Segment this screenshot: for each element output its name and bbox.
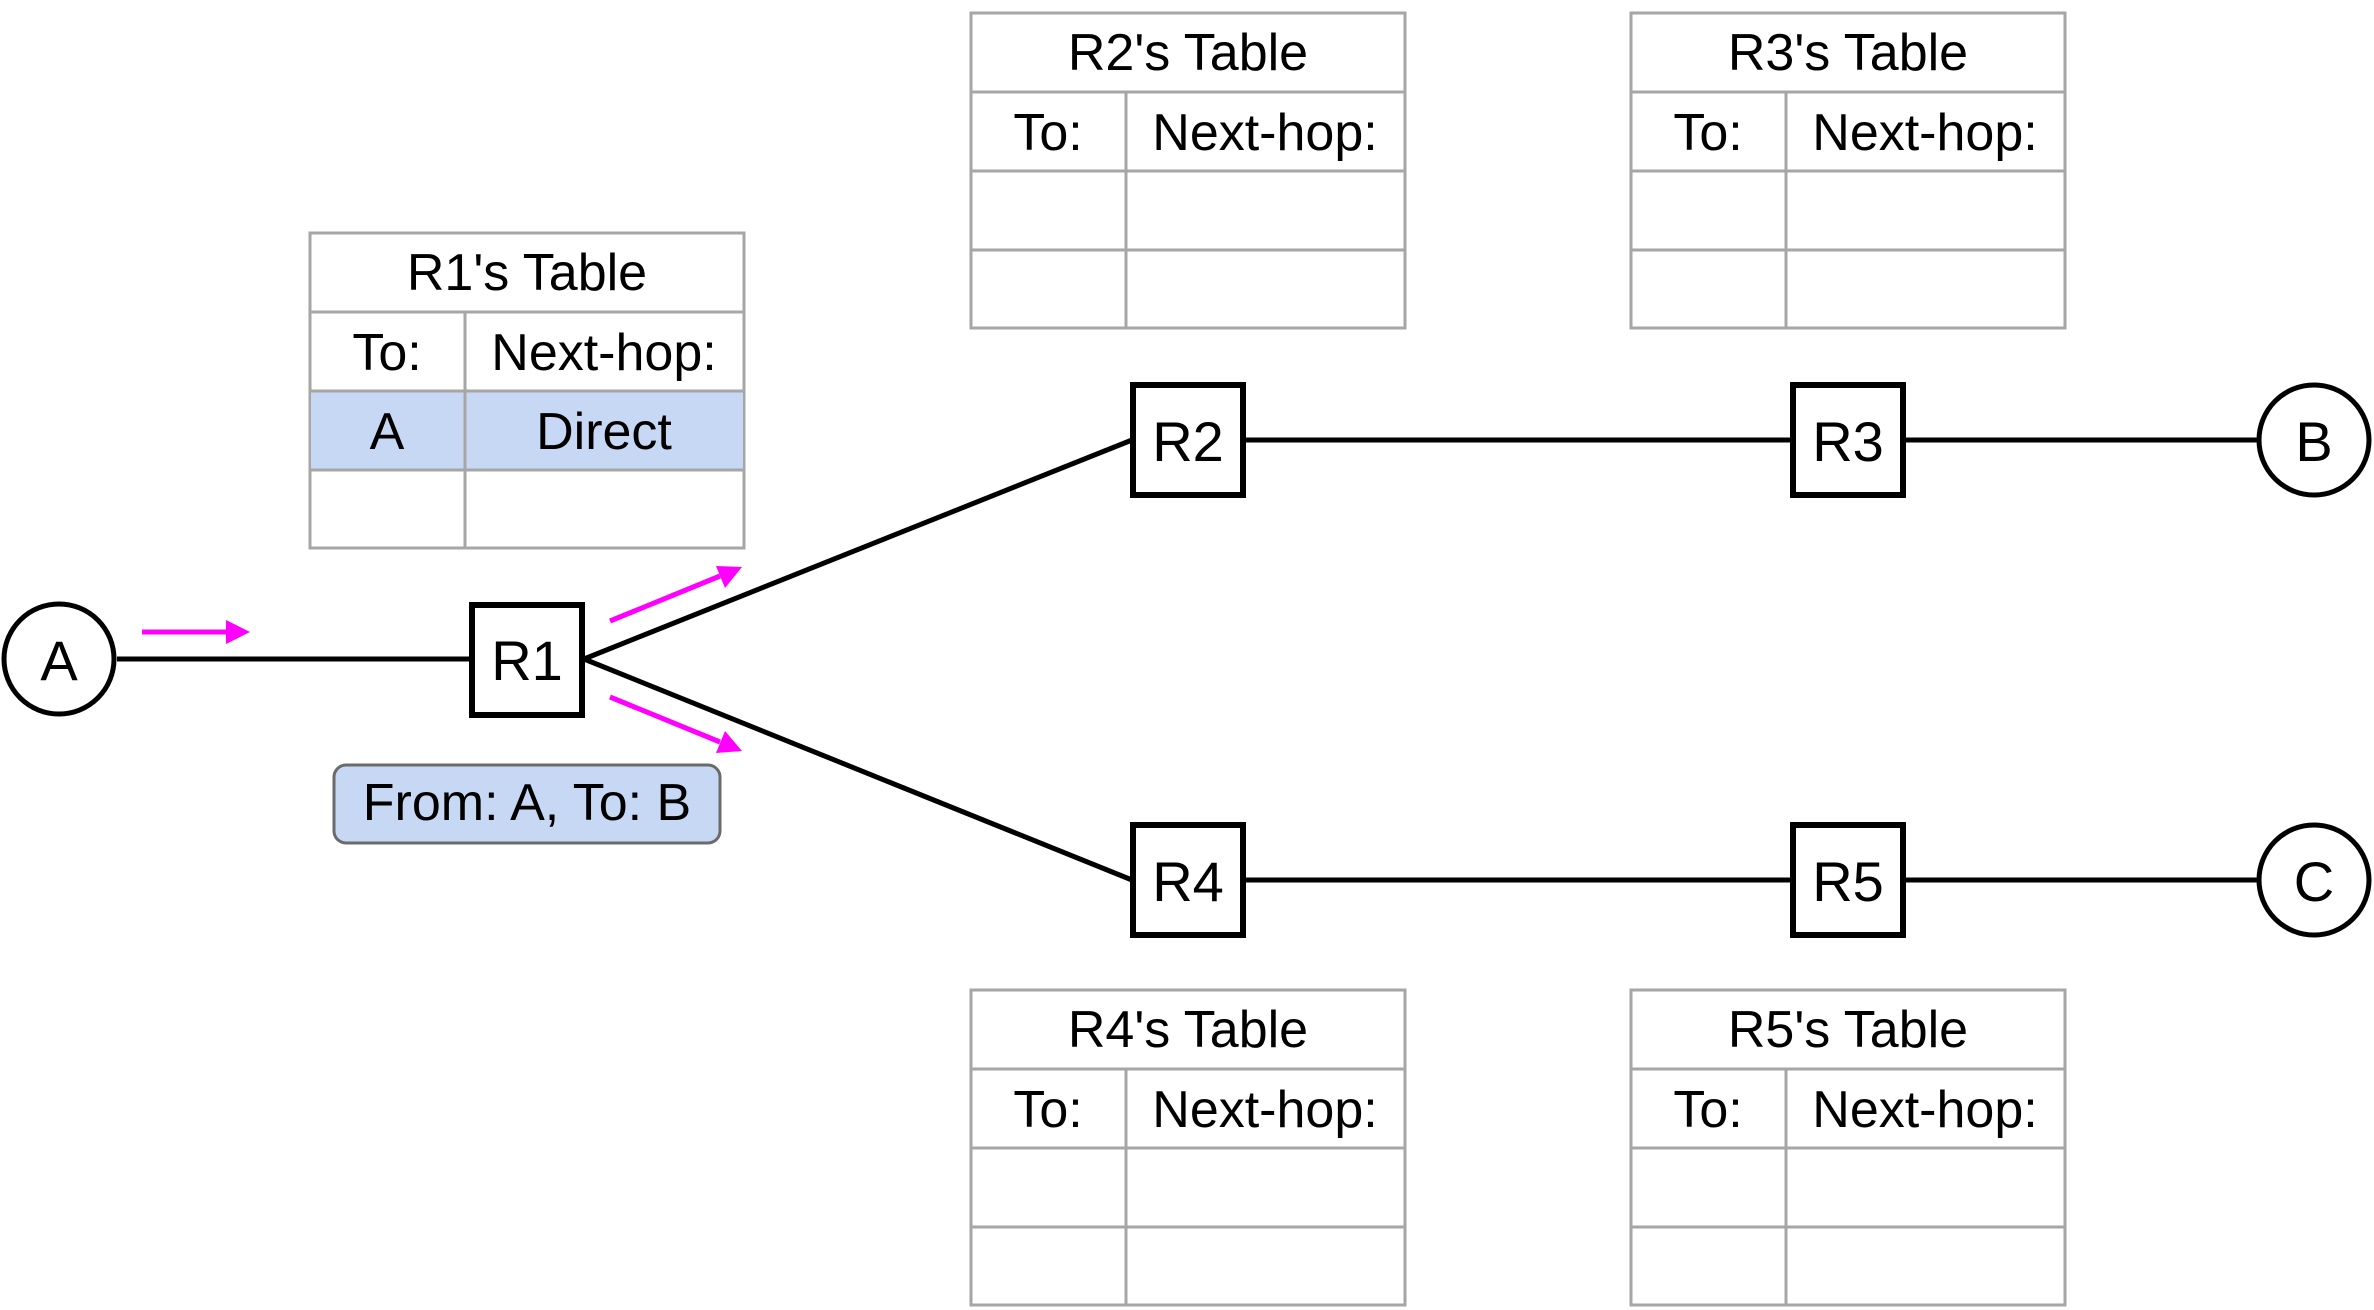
table-title: R2's Table [1068, 24, 1308, 82]
router-r5: R5 [1790, 822, 1906, 938]
router-r5-label: R5 [1812, 850, 1884, 913]
router-r2-label: R2 [1152, 410, 1224, 473]
router-r4-label: R4 [1152, 850, 1224, 913]
table-cell-to: A [370, 403, 405, 461]
table-row-highlight [311, 392, 743, 469]
link-r1-r4 [583, 656, 1133, 883]
flow-arrow-r1-r2 [609, 566, 742, 624]
packet-header-label: From: A, To: B [363, 774, 691, 832]
table-cell-next-hop: Direct [536, 403, 672, 461]
table-title: R1's Table [407, 244, 647, 302]
table-col-to: To: [1673, 1081, 1742, 1139]
flow-arrow-a-r1 [142, 620, 250, 644]
routing-table-r1: R1's Table To: Next-hop: A Direct [308, 231, 746, 550]
host-a-label: A [40, 629, 78, 692]
routing-table-r3: R3's Table To: Next-hop: [1629, 11, 2067, 330]
routing-table-r2: R2's Table To: Next-hop: [969, 11, 1407, 330]
routing-table-r5: R5's Table To: Next-hop: [1629, 988, 2067, 1307]
table-title: R4's Table [1068, 1001, 1308, 1059]
link-r1-r2 [583, 437, 1133, 662]
table-col-next-hop: Next-hop: [1152, 104, 1377, 162]
host-c: C [2256, 822, 2372, 938]
host-b-label: B [2295, 410, 2332, 473]
table-col-next-hop: Next-hop: [491, 324, 716, 382]
router-r2: R2 [1130, 382, 1246, 498]
router-r3-label: R3 [1812, 410, 1884, 473]
host-b: B [2256, 382, 2372, 498]
table-title: R3's Table [1728, 24, 1968, 82]
packet-header: From: A, To: B [332, 763, 722, 845]
table-col-to: To: [1673, 104, 1742, 162]
table-col-next-hop: Next-hop: [1152, 1081, 1377, 1139]
routing-table-r4: R4's Table To: Next-hop: [969, 988, 1407, 1307]
router-r1-label: R1 [491, 629, 563, 692]
table-col-next-hop: Next-hop: [1812, 1081, 2037, 1139]
router-r1: R1 [469, 602, 585, 718]
host-c-label: C [2294, 850, 2334, 913]
router-r3: R3 [1790, 382, 1906, 498]
table-col-next-hop: Next-hop: [1812, 104, 2037, 162]
host-a: A [1, 601, 117, 717]
table-title: R5's Table [1728, 1001, 1968, 1059]
table-col-to: To: [1013, 104, 1082, 162]
router-r4: R4 [1130, 822, 1246, 938]
flow-arrow-r1-r4 [609, 694, 742, 753]
table-col-to: To: [1013, 1081, 1082, 1139]
table-col-to: To: [352, 324, 421, 382]
